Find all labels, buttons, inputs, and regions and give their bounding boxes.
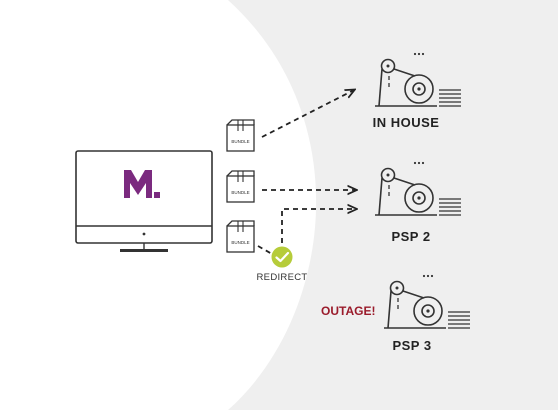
bundle-box-icon: BUNDLE	[226, 170, 255, 203]
brand-logo	[124, 170, 160, 198]
printer-icon	[384, 274, 470, 329]
bundle-box-icon: BUNDLE	[226, 220, 255, 253]
monitor-icon	[75, 150, 213, 252]
bundle-label: BUNDLE	[231, 190, 249, 195]
printer-icon	[375, 52, 461, 107]
printer-label-psp3: PSP 3	[392, 338, 432, 353]
bundle-box-icon: BUNDLE	[226, 119, 255, 152]
printer-label-in-house: IN HOUSE	[372, 115, 440, 130]
printer-label-psp2: PSP 2	[391, 229, 431, 244]
flow-arrows	[257, 90, 356, 255]
redirect-label: REDIRECT	[256, 272, 308, 283]
bundle-label: BUNDLE	[231, 139, 249, 144]
outage-status: OUTAGE!	[321, 304, 376, 318]
check-icon	[271, 246, 293, 268]
printer-icon	[375, 161, 461, 216]
bundle-label: BUNDLE	[231, 240, 249, 245]
arrow-redirect	[257, 209, 356, 255]
background-panel	[228, 0, 558, 410]
